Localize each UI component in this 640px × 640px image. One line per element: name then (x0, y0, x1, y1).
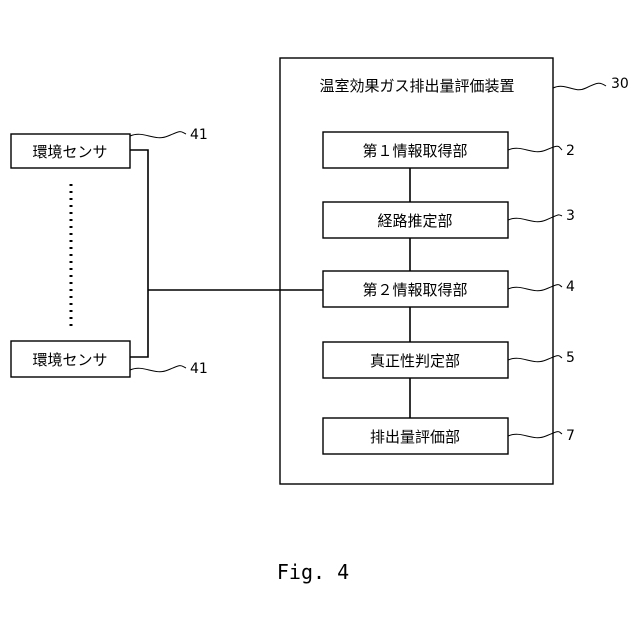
device-title: 温室効果ガス排出量評価装置 (319, 77, 514, 95)
sensor-label-bottom: 環境センサ (32, 351, 107, 369)
unit-ref-label-7: 7 (566, 428, 575, 444)
figure-caption: Fig. 4 (277, 560, 349, 584)
sensor-ref-leader-top (130, 132, 186, 138)
unit-label-first-info-acquisition: 第１情報取得部 (362, 142, 467, 160)
sensor-label-top: 環境センサ (32, 143, 107, 161)
sensor-bus-line (130, 150, 148, 357)
unit-ref-label-2: 2 (566, 143, 575, 159)
unit-label-route-estimation: 経路推定部 (377, 212, 452, 230)
unit-label-authenticity-judgment: 真正性判定部 (370, 352, 460, 370)
unit-label-second-info-acquisition: 第２情報取得部 (362, 281, 467, 299)
unit-ref-label-3: 3 (566, 208, 575, 224)
device-ref-label: 30 (611, 76, 629, 92)
sensor-ref-leader-bottom (130, 366, 186, 372)
unit-ref-label-5: 5 (566, 350, 575, 366)
sensor-ref-label-top: 41 (190, 127, 208, 143)
sensor-ref-label-bottom: 41 (190, 361, 208, 377)
device-ref-leader (553, 83, 606, 90)
unit-label-emission-evaluation: 排出量評価部 (370, 428, 460, 446)
unit-ref-label-4: 4 (566, 279, 575, 295)
